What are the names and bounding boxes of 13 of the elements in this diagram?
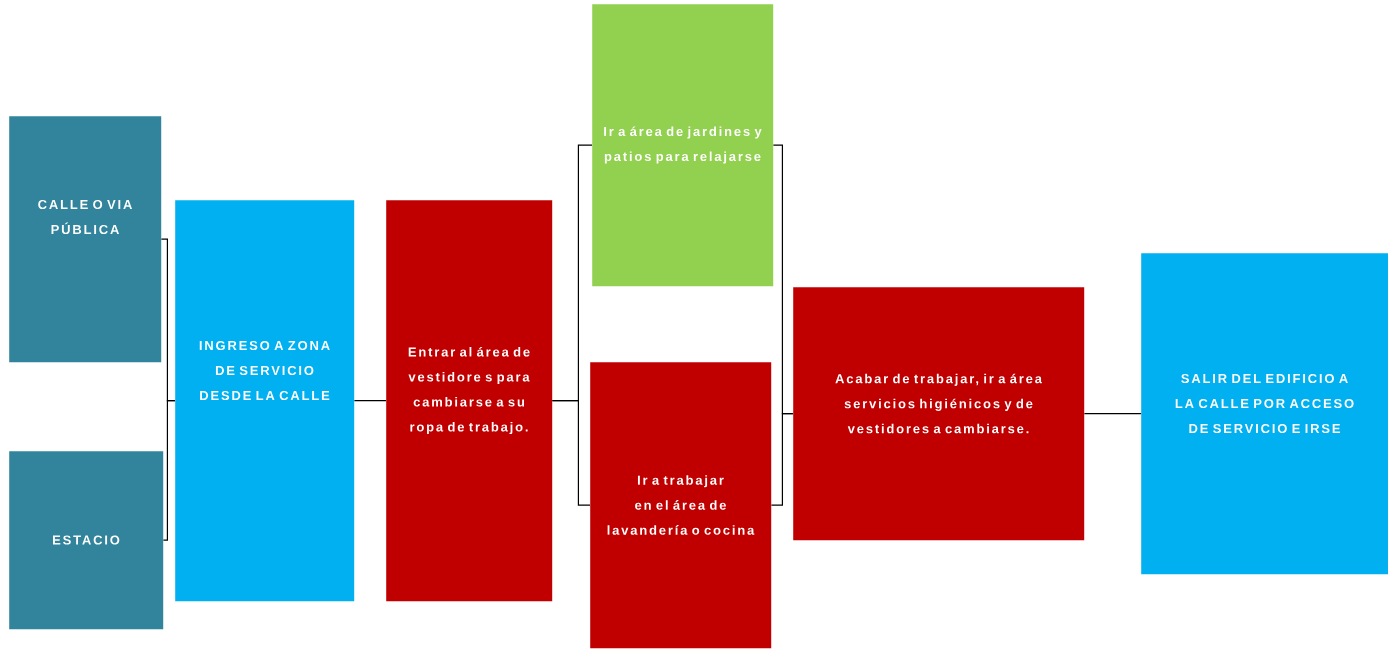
connector-line <box>1083 413 1142 415</box>
process-box: Ir a área de jardines y patios para relajarse <box>592 4 774 287</box>
process-box: Ir a trabajar en el área de lavandería o cocina <box>590 362 772 649</box>
process-box: INGRESO A ZONA DE SERVICIO DESDE LA CALLE <box>175 200 355 602</box>
connector-line <box>353 400 387 402</box>
process-box: Acabar de trabajar, ir a área servicios higiénicos y de vestidores a cambiarse. <box>793 287 1085 541</box>
process-box: ESTACIO <box>9 451 164 630</box>
connector-line <box>770 413 794 506</box>
process-box: Entrar al área de vestidore s para cambiarse a su ropa de trabajo. <box>386 200 553 602</box>
process-box: CALLE O VIA PÚBLICA <box>9 116 162 363</box>
process-box: SALIR DEL EDIFICIO A LA CALLE POR ACCESO DE SERVICIO E IRSE <box>1141 253 1388 575</box>
connector-line <box>551 400 591 506</box>
connector-line <box>162 400 176 541</box>
